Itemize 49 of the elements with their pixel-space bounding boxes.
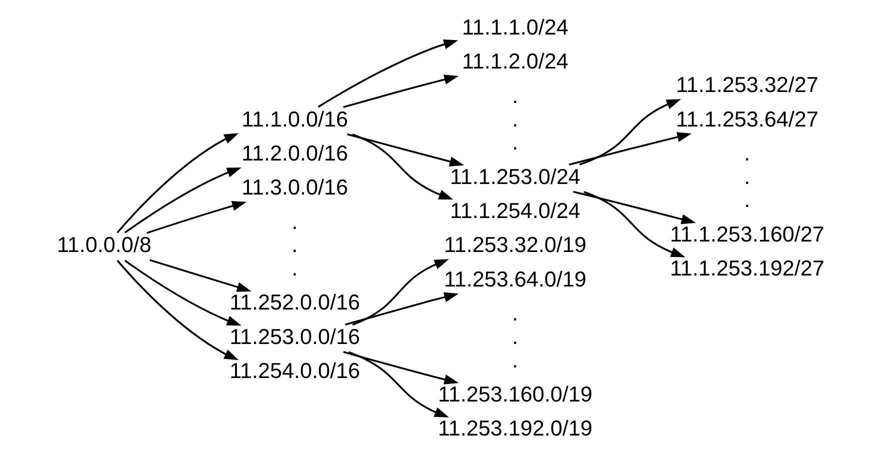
node-text: 11.1.253.32/27 (675, 72, 818, 98)
node-text: 11.253.160.0/19 (437, 381, 592, 406)
arrow (572, 190, 696, 224)
arrow (124, 168, 241, 234)
label: . (512, 300, 518, 326)
arrow (578, 99, 680, 166)
label: . (512, 324, 518, 349)
node-text: 11.1.2.0/24 (461, 48, 568, 74)
node-text: 11.1.253.160/27 (669, 221, 824, 246)
node-text: 11.1.254.0/24 (449, 198, 580, 223)
label: . (512, 106, 518, 132)
node-text: 11.253.32.0/19 (443, 232, 586, 258)
label: . (512, 347, 518, 372)
arrow (124, 260, 241, 326)
arrow (116, 133, 238, 234)
node-text: 11.1.1.0/24 (461, 14, 568, 40)
arrow (346, 133, 464, 166)
node-text: 11.2.0.0/16 (241, 140, 348, 166)
node-text: 11.0.0.0/8 (56, 232, 151, 258)
node-text: 11.1.253.192/27 (669, 256, 824, 281)
arrow (583, 191, 685, 258)
arrow (348, 351, 448, 418)
node-text: 11.253.64.0/19 (443, 266, 586, 292)
label: . (744, 164, 750, 189)
node-text: 11.253.192.0/19 (437, 416, 592, 441)
node-text: 11.1.0.0/16 (241, 106, 348, 132)
node-text: 11.252.0.0/16 (229, 290, 360, 315)
arrow (317, 39, 458, 108)
label: . (512, 82, 518, 108)
arrow (342, 350, 458, 384)
arrow (352, 259, 448, 326)
arrow (149, 259, 251, 292)
label: . (744, 187, 750, 212)
node-text: 11.254.0.0/16 (229, 358, 360, 384)
arrow (344, 292, 458, 326)
arrow (116, 260, 238, 360)
label: . (291, 208, 298, 234)
arrow (342, 74, 458, 108)
arrow (568, 132, 692, 166)
label: . (291, 256, 298, 281)
node-text: 11.1.253.0/24 (449, 164, 580, 189)
label: . (512, 130, 518, 155)
label: . (744, 140, 750, 166)
arrow (146, 201, 246, 234)
node-text: 11.253.0.0/16 (229, 324, 360, 349)
node-text: 11.1.253.64/27 (675, 106, 818, 132)
node-text: 11.3.0.0/16 (241, 174, 348, 200)
arrow (352, 133, 453, 200)
label: . (291, 232, 298, 258)
